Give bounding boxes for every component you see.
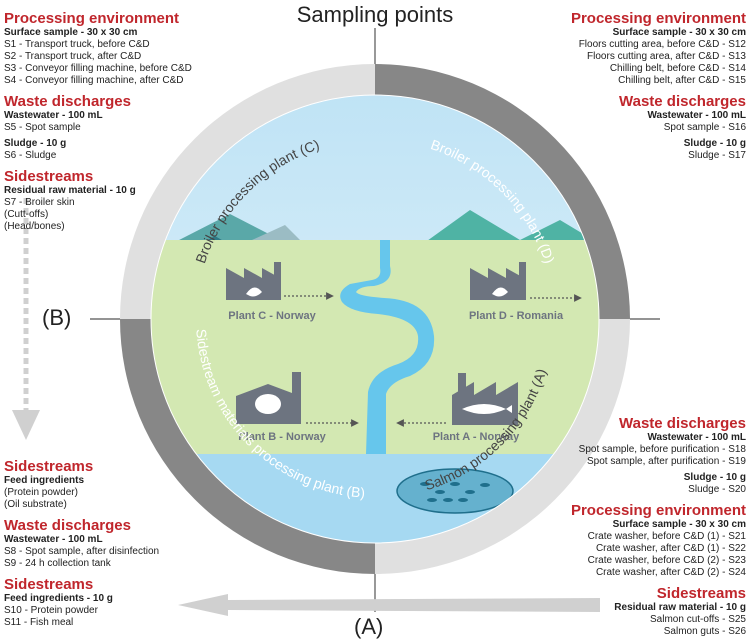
- list-item: Sludge - S20: [688, 484, 746, 495]
- list-item: (Protein powder): [4, 487, 78, 498]
- list-item: S4 - Conveyor filling machine, after C&D: [4, 75, 184, 86]
- list-item: S7 - Broiler skin: [4, 197, 75, 208]
- list-item: Floors cutting area, after C&D - S13: [587, 51, 746, 62]
- landscape-scene: [151, 95, 599, 543]
- plant-c-label: Plant C - Norway: [228, 310, 316, 322]
- right-bottom-panel: Waste discharges Wastewater - 100 mL Spo…: [571, 415, 746, 638]
- diagram-title: Sampling points: [296, 2, 454, 27]
- plant-d-label: Plant D - Romania: [469, 310, 564, 322]
- factory-b-icon: [236, 372, 301, 424]
- arrow-a-label: (A): [354, 614, 384, 639]
- right-top-panel: Processing environment Surface sample - …: [571, 10, 746, 162]
- right-wd2-sub2: Sludge - 10 g: [683, 472, 746, 483]
- list-item: S9 - 24 h collection tank: [4, 558, 111, 569]
- right-pe2-heading: Processing environment: [570, 502, 746, 519]
- list-item: S5 - Spot sample: [4, 122, 81, 133]
- left-wd-sub2: Sludge - 10 g: [4, 138, 67, 149]
- right-wd-sub1: Wastewater - 100 mL: [647, 110, 746, 121]
- list-item: Floors cutting area, before C&D - S12: [578, 39, 746, 50]
- fish-school-icon: [420, 482, 490, 502]
- list-item: Chilling belt, before C&D - S14: [609, 63, 746, 74]
- list-item: S6 - Sludge: [4, 150, 57, 161]
- left-ss2-sub: Feed ingredients - 10 g: [4, 593, 113, 604]
- left-ss2-heading: Sidestreams: [4, 576, 94, 593]
- left-wd-sub1: Wastewater - 100 mL: [4, 110, 103, 121]
- right-ss-heading: Sidestreams: [656, 585, 746, 602]
- list-item: Crate washer, after C&D (1) - S22: [595, 543, 746, 554]
- left-pe-sub: Surface sample - 30 x 30 cm: [4, 27, 138, 38]
- list-item: Salmon guts - S26: [663, 626, 746, 637]
- arrow-b-head: [12, 410, 40, 440]
- right-pe2-sub: Surface sample - 30 x 30 cm: [612, 519, 746, 530]
- list-item: Chilling belt, after C&D - S15: [618, 75, 746, 86]
- list-item: Sludge - S17: [688, 150, 746, 161]
- right-pe-heading: Processing environment: [570, 10, 746, 27]
- left-wd2-heading: Waste discharges: [4, 517, 131, 534]
- ring-segment-b: [120, 319, 375, 574]
- list-item: (Oil substrate): [4, 499, 67, 510]
- list-item: Spot sample - S16: [663, 122, 746, 133]
- right-wd2-heading: Waste discharges: [619, 415, 746, 432]
- list-item: (Cutt-offs): [4, 209, 49, 220]
- right-wd2-sub1: Wastewater - 100 mL: [647, 432, 746, 443]
- list-item: S10 - Protein powder: [4, 605, 98, 616]
- arrow-b-label: (B): [42, 305, 72, 330]
- right-wd-heading: Waste discharges: [619, 93, 746, 110]
- left-wd-heading: Waste discharges: [4, 93, 131, 110]
- ring-segment-a: [375, 319, 630, 574]
- list-item: Crate washer, before C&D (1) - S21: [587, 531, 746, 542]
- factory-c-icon: [226, 262, 281, 300]
- list-item: S11 - Fish meal: [4, 617, 74, 628]
- list-item: S8 - Spot sample, after disinfection: [4, 546, 160, 557]
- right-pe-sub: Surface sample - 30 x 30 cm: [612, 27, 746, 38]
- left-bottom-panel: Sidestreams Feed ingredients (Protein po…: [4, 458, 159, 629]
- left-top-panel: Processing environment Surface sample - …: [4, 10, 192, 233]
- list-item: (Head/bones): [4, 221, 65, 232]
- left-ss1-heading: Sidestreams: [4, 458, 94, 475]
- list-item: S3 - Conveyor filling machine, before C&…: [4, 63, 192, 74]
- left-ss-sub: Residual raw material - 10 g: [4, 185, 136, 196]
- plant-a-label: Plant A - Norway: [433, 431, 520, 443]
- list-item: Crate washer, before C&D (2) - S23: [587, 555, 746, 566]
- left-pe-heading: Processing environment: [4, 10, 180, 27]
- list-item: S2 - Transport truck, after C&D: [4, 51, 142, 62]
- list-item: Crate washer, after C&D (2) - S24: [595, 567, 746, 578]
- factory-d-icon: [470, 262, 526, 300]
- left-ss1-sub: Feed ingredients: [4, 475, 85, 486]
- list-item: S1 - Transport truck, before C&D: [4, 39, 150, 50]
- arrow-a-icon: [178, 594, 600, 616]
- ring-segment-d: [375, 64, 630, 319]
- plant-b-label: Plant B - Norway: [238, 431, 326, 443]
- left-wd2-sub: Wastewater - 100 mL: [4, 534, 103, 545]
- list-item: Spot sample, before purification - S18: [578, 444, 746, 455]
- list-item: Spot sample, after purification - S19: [587, 456, 746, 467]
- list-item: Salmon cut-offs - S25: [650, 614, 746, 625]
- left-ss-heading: Sidestreams: [4, 168, 94, 185]
- factory-a-icon: [452, 373, 518, 425]
- right-wd-sub2: Sludge - 10 g: [683, 138, 746, 149]
- right-ss-sub: Residual raw material - 10 g: [614, 602, 746, 613]
- ring-segment-c: [120, 64, 375, 319]
